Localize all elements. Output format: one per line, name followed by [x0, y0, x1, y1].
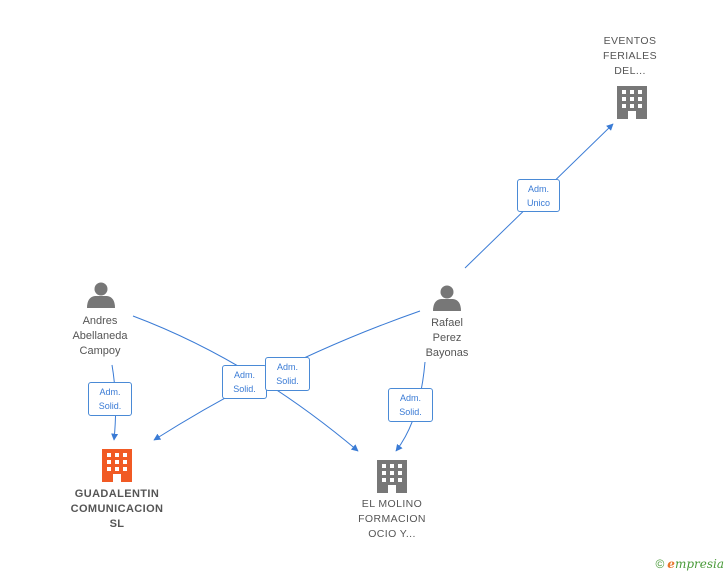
person-icon[interactable] — [87, 282, 115, 309]
node-label-line: GUADALENTIN — [74, 488, 160, 500]
node-label-line: Campoy — [79, 345, 121, 357]
edge-label-adm-solid[interactable]: Adm. Solid. — [265, 357, 310, 391]
node-label-line: Andres — [82, 315, 118, 327]
node-label-line: COMUNICACION — [70, 503, 164, 515]
node-label-molino[interactable]: EL MOLINO FORMACION OCIO Y... — [342, 497, 442, 542]
building-icon[interactable] — [377, 460, 407, 493]
edge-label-line: Adm. — [233, 370, 255, 380]
edge-label-line: Adm. — [527, 184, 549, 194]
node-label-line: Rafael — [431, 317, 463, 329]
copyright-symbol: © — [655, 557, 665, 571]
node-label-line: EL MOLINO — [361, 498, 423, 510]
edge-label-line: Solid. — [399, 407, 422, 417]
person-icon[interactable] — [433, 285, 461, 312]
building-icon[interactable] — [617, 86, 647, 119]
node-label-line: SL — [109, 518, 125, 530]
edge-label-line: Adm. — [99, 387, 121, 397]
node-label-guadalentin[interactable]: GUADALENTIN COMUNICACION SL — [57, 487, 177, 532]
edge-label-line: Solid. — [98, 401, 122, 411]
node-label-line: DEL... — [614, 65, 646, 77]
edge-label-line: Solid. — [276, 376, 299, 386]
node-label-line: OCIO Y... — [368, 528, 416, 540]
edge-label-line: Adm. — [276, 362, 298, 372]
node-label-rafael[interactable]: Rafael Perez Bayonas — [402, 316, 492, 361]
node-label-andres[interactable]: Andres Abellaneda Campoy — [55, 314, 145, 359]
edge-label-adm-unico[interactable]: Adm. Unico — [517, 179, 560, 212]
edge-label-line: Unico — [526, 198, 550, 208]
node-label-line: EVENTOS — [603, 35, 657, 47]
brand-name: mpresia — [674, 557, 724, 571]
brand-watermark: ©empresia — [655, 557, 724, 571]
node-label-eventos[interactable]: EVENTOS FERIALES DEL... — [590, 34, 670, 79]
node-label-line: Abellaneda — [72, 330, 128, 342]
edge-label-adm-solid[interactable]: Adm. Solid. — [388, 388, 433, 422]
edge-label-line: Adm. — [399, 393, 421, 403]
edge-label-adm-solid[interactable]: Adm. Solid. — [88, 382, 132, 416]
node-label-line: Bayonas — [425, 347, 469, 359]
edge-label-line: Solid. — [233, 384, 256, 394]
brand-initial: e — [667, 557, 675, 571]
node-label-line: FORMACION — [358, 513, 426, 525]
building-icon-main[interactable] — [102, 449, 132, 482]
node-label-line: FERIALES — [603, 50, 657, 62]
edge-label-adm-solid[interactable]: Adm. Solid. — [222, 365, 267, 399]
node-label-line: Perez — [432, 332, 462, 344]
